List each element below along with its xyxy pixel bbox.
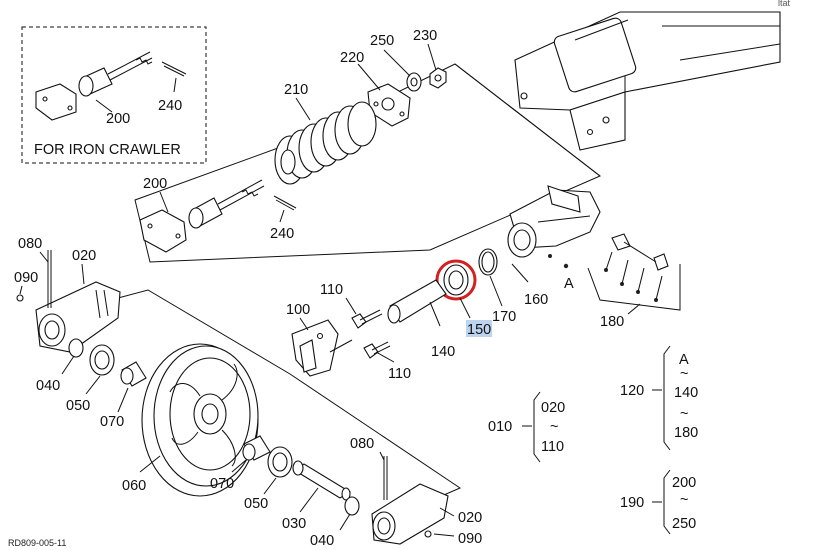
inset-title: FOR IRON CRAWLER	[34, 142, 181, 158]
part-150-seal	[443, 264, 469, 296]
part-200-shaft	[139, 179, 265, 253]
part-150-highlight-ring[interactable]	[435, 259, 477, 301]
group-120-bottom: 180	[674, 425, 698, 441]
label-110-b[interactable]: 110	[388, 366, 411, 382]
frame-assembly	[454, 11, 781, 177]
label-090-a[interactable]: 090	[14, 270, 38, 286]
label-080-b[interactable]: 080	[350, 436, 374, 452]
part-040-oring-right	[344, 496, 360, 516]
label-250[interactable]: 250	[370, 33, 394, 49]
label-170[interactable]: 170	[492, 309, 516, 325]
label-020-a[interactable]: 020	[72, 248, 96, 264]
label-050-a[interactable]: 050	[66, 398, 90, 414]
label-110-a[interactable]: 110	[320, 282, 343, 298]
group-190: 190 200 ~ 250	[620, 469, 696, 535]
label-190[interactable]: 190	[620, 495, 644, 511]
label-140[interactable]: 140	[431, 344, 455, 360]
label-230[interactable]: 230	[413, 28, 437, 44]
label-030[interactable]: 030	[282, 516, 306, 532]
label-070-b[interactable]: 070	[210, 476, 234, 492]
part-040-oring-left	[68, 338, 84, 358]
inset-shaft-200	[35, 51, 153, 121]
label-050-b[interactable]: 050	[244, 496, 268, 512]
part-240-bolt	[273, 195, 297, 211]
label-220[interactable]: 220	[340, 50, 364, 66]
group-120-tilde1: ~	[680, 366, 688, 382]
part-250-washer	[406, 72, 422, 92]
inset-frame	[21, 26, 207, 164]
label-150-highlight	[466, 320, 492, 337]
part-160-cylinder	[507, 185, 601, 269]
part-110-bolt-b	[363, 341, 391, 359]
part-070-bushing-right	[242, 435, 271, 461]
part-060-idler-wheel	[141, 343, 259, 497]
label-200[interactable]: 200	[143, 176, 167, 192]
label-100[interactable]: 100	[286, 302, 310, 318]
group-010-tilde: ~	[550, 419, 558, 435]
label-020-b[interactable]: 020	[458, 510, 482, 526]
part-170-oring	[478, 248, 498, 276]
part-180-fittings	[587, 233, 681, 311]
part-050-seal-right	[267, 446, 293, 478]
group-120-top: A	[679, 352, 689, 368]
group-010-from: 020	[541, 400, 565, 416]
corner-text: ltat	[778, 0, 791, 8]
group-190-tilde: ~	[680, 492, 688, 508]
group-190-to: 250	[672, 516, 696, 532]
part-110-bolt-a	[351, 309, 383, 329]
part-070-bushing-left	[120, 361, 147, 387]
part-020-bearing-block-upper	[16, 250, 121, 353]
label-070-a[interactable]: 070	[100, 414, 124, 430]
group-120: 120 A ~ 140 ~ 180	[620, 345, 698, 451]
group-010-to: 110	[541, 439, 564, 455]
part-030-shaft	[292, 460, 352, 501]
part-210-spring	[274, 101, 377, 185]
label-240[interactable]: 240	[270, 226, 294, 242]
part-050-seal-left	[89, 344, 115, 376]
part-100-bracket	[291, 319, 353, 377]
label-060[interactable]: 060	[122, 478, 146, 494]
label-010[interactable]: 010	[488, 419, 512, 435]
label-090-b[interactable]: 090	[458, 531, 482, 547]
part-020-bearing-block-lower	[371, 456, 449, 545]
label-080-a[interactable]: 080	[18, 236, 42, 252]
part-220-plate	[367, 83, 411, 127]
iron-crawler-inset: 200 240 FOR IRON CRAWLER	[21, 26, 207, 164]
part-140-rod	[387, 279, 447, 327]
label-150[interactable]: 150	[467, 322, 491, 338]
drawing-code: RD809-005-11	[8, 538, 66, 548]
label-040-b[interactable]: 040	[310, 533, 334, 549]
inset-bolt-240	[161, 61, 187, 77]
label-180[interactable]: 180	[600, 314, 624, 330]
group-190-from: 200	[672, 475, 696, 491]
label-210[interactable]: 210	[284, 82, 308, 98]
label-240-inset[interactable]: 240	[158, 98, 182, 114]
group-120-mid: 140	[674, 385, 698, 401]
label-a-ref[interactable]: A	[564, 276, 574, 292]
label-120[interactable]: 120	[620, 383, 644, 399]
part-230-nut	[429, 67, 447, 89]
group-010: 010 020 ~ 110	[488, 391, 565, 463]
label-040-a[interactable]: 040	[36, 378, 60, 394]
group-120-tilde2: ~	[680, 406, 688, 422]
label-160[interactable]: 160	[524, 292, 548, 308]
label-200-inset[interactable]: 200	[106, 111, 130, 127]
